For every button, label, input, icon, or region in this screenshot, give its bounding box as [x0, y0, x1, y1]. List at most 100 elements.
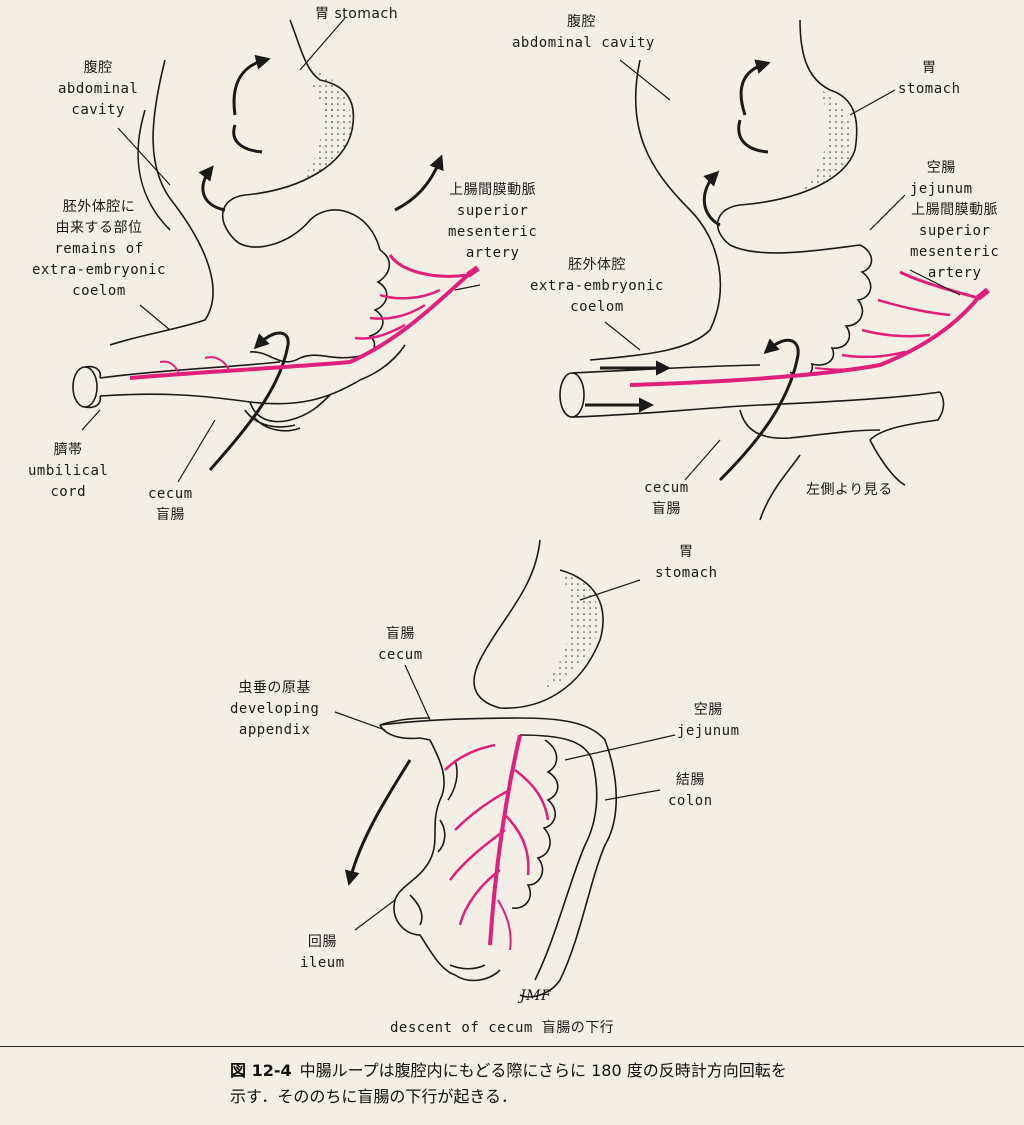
label-appendix: 虫垂の原基 developing appendix [230, 678, 319, 741]
label-text-en: coelom [72, 283, 126, 299]
label-text-en: mesenteric [448, 224, 538, 240]
label-sma-tr: 上腸間膜動脈 superior mesenteric artery [910, 200, 999, 284]
intestine-lower-right [739, 409, 881, 440]
appendix-outline [379, 717, 431, 726]
label-text-jp: 胚外体腔 [567, 257, 626, 273]
label-text-en: developing [230, 701, 320, 717]
ileum-coils [393, 739, 501, 982]
label-extra-embryonic-tl: 胚外体腔に 由来する部位 remains of extra-embryonic … [32, 197, 166, 302]
label-cecum-bottom: 盲腸 cecum [378, 624, 423, 666]
label-stomach-tr: 胃 stomach [898, 58, 961, 100]
label-text-en: ileum [300, 955, 345, 971]
label-text-jp: 腹腔 [83, 60, 113, 76]
label-text-en: jejunum [910, 181, 973, 197]
superior-mesenteric-artery-tr [629, 270, 980, 387]
label-text-en: jejunum [677, 723, 740, 739]
superior-mesenteric-artery-tl [129, 254, 470, 380]
jejunum-coils-bottom [511, 739, 559, 909]
umbilical-cord-end-right [559, 372, 585, 418]
label-text-jp: 左側より見る [806, 482, 893, 498]
label-text-jp: 上腸間膜動脈 [911, 202, 999, 218]
abdominal-wall-right [589, 59, 722, 361]
rotation-arrow-r1 [739, 59, 771, 116]
label-text: 胃 stomach [315, 6, 399, 22]
superior-mesenteric-artery-bottom [444, 734, 550, 951]
abdominal-wall-outline [109, 59, 214, 346]
stomach-outline-bottom [473, 539, 604, 709]
label-text-jp: 回腸 [307, 934, 337, 950]
label-jejunum-bottom: 空腸 jejunum [677, 700, 740, 742]
label-text-jp: 空腸 [926, 160, 956, 176]
label-abdominal-cavity-tr: 腹腔 abdominal cavity [512, 12, 655, 54]
label-sma-tl: 上腸間膜動脈 superior mesenteric artery [448, 180, 537, 264]
label-text-en: stomach [655, 565, 718, 581]
gut-tube-lower [99, 344, 406, 405]
label-text-jp: 盲腸 [385, 626, 415, 642]
colon-outline [379, 717, 617, 998]
umbilical-cord-end [72, 366, 98, 408]
label-text-en: remains of [54, 241, 144, 257]
label-text-jp: 虫垂の原基 [238, 680, 311, 696]
descent-arrow [344, 759, 412, 886]
label-text-en: superior [456, 203, 529, 219]
rotation-arrow-r4 [718, 338, 800, 482]
signature-text: JMF [520, 988, 552, 1004]
panel-bottom [334, 539, 676, 998]
rotation-arrow-3 [198, 165, 226, 212]
panel-top-left [72, 17, 481, 483]
label-text-jp: 上腸間膜動脈 [449, 182, 537, 198]
label-text-en: superior [918, 223, 991, 239]
label-text-jp: 空腸 [693, 702, 723, 718]
label-jejunum-tr: 空腸 jejunum [910, 158, 973, 200]
label-stomach-tl: 胃 stomach [315, 4, 398, 25]
leader-lines-tl [81, 17, 481, 483]
jejunum-coils-right [789, 244, 873, 377]
caption-rule [0, 1046, 1024, 1047]
caption-text: 中腸ループは腹腔内にもどる際にさらに 180 度の反時計方向回転を [299, 1061, 787, 1080]
label-left-view: 左側より見る [806, 480, 893, 501]
label-text-en: abdominal cavity [512, 35, 655, 51]
rotation-arrow-2 [232, 124, 263, 154]
label-text-en: extra-embryonic [32, 262, 166, 278]
label-text-jp: 結腸 [675, 772, 705, 788]
label-text-jp: 臍帯 [53, 442, 83, 458]
label-ileum: 回腸 ileum [300, 932, 345, 974]
label-text: descent of cecum 盲腸の下行 [390, 1020, 615, 1036]
label-stomach-bottom: 胃 stomach [655, 542, 718, 584]
label-text-en: artery [465, 245, 520, 261]
label-text-en: colon [668, 793, 713, 809]
label-colon: 結腸 colon [668, 770, 713, 812]
label-text-en: cecum [644, 480, 689, 496]
label-text-jp: 由来する部位 [55, 220, 143, 236]
label-text-en: cecum [148, 486, 193, 502]
panel-top-right [559, 19, 990, 521]
rotation-arrow-1 [232, 54, 271, 116]
figure-number: 図 12-4 [230, 1061, 292, 1080]
label-text-jp: 腹腔 [567, 14, 596, 30]
label-descent-of-cecum: descent of cecum 盲腸の下行 [390, 1018, 614, 1039]
label-umbilical-cord-tl: 臍帯 umbilical cord [28, 440, 108, 503]
label-text-jp: 胃 [679, 544, 694, 560]
jejunum-coils [359, 249, 390, 357]
label-text-en: mesenteric [910, 244, 1000, 260]
gut-tube-upper [99, 361, 281, 379]
label-signature: JMF [520, 986, 551, 1007]
label-text-jp: 胚外体腔に [62, 199, 136, 215]
label-text-en: cavity [71, 102, 125, 118]
caption-line-1: 図 12-4 中腸ループは腹腔内にもどる際にさらに 180 度の反時計方向回転を [230, 1058, 930, 1084]
label-cecum-tl: cecum 盲腸 [148, 484, 193, 526]
caption-line-2: 示す．そののちに盲腸の下行が起きる． [230, 1087, 518, 1106]
label-text-en: stomach [898, 81, 961, 97]
rotation-arrow-r3 [702, 170, 721, 227]
label-text-jp: 盲腸 [155, 507, 185, 523]
abdominal-wall-inner [137, 109, 171, 231]
ileum-coil [244, 409, 301, 432]
label-text-en: cord [50, 484, 87, 500]
label-text-en: umbilical [28, 463, 109, 479]
label-text-en: cecum [378, 647, 423, 663]
stomach-outline [221, 19, 381, 251]
label-extra-embryonic-tr: 胚外体腔 extra-embryonic coelom [530, 255, 664, 318]
